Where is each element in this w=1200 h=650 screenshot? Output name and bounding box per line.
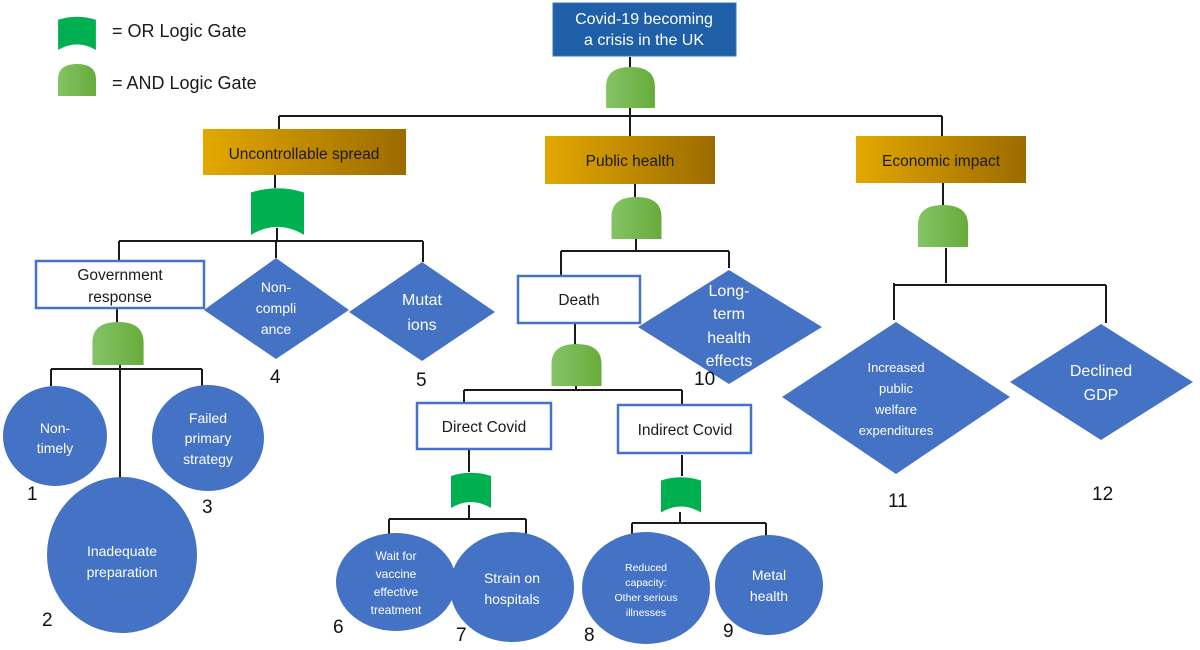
event-2-line-2: preparation — [87, 564, 158, 580]
intermediate-public-health: Public health — [545, 136, 715, 184]
event-4-line-1: Non- — [261, 279, 292, 295]
basic-event-1: Non- timely 1 — [3, 386, 107, 505]
connector-lines — [50, 57, 1107, 540]
event-12-line-1: Declined — [1070, 363, 1132, 380]
legend-or-label: = OR Logic Gate — [112, 21, 247, 41]
basic-event-6: Wait for vaccine effective treatment 6 — [333, 533, 456, 638]
event-10-line-4: effects — [706, 353, 753, 370]
event-4-line-3: ance — [261, 321, 292, 337]
top-event: Covid-19 becoming a crisis in the UK — [552, 2, 737, 57]
event-7-line-1: Strain on — [484, 570, 540, 586]
event-4-number: 4 — [270, 367, 281, 388]
event-7-line-2: hospitals — [484, 591, 539, 607]
basic-event-4: Non- compli ance 4 — [204, 258, 349, 388]
event-1-line-1: Non- — [40, 420, 71, 436]
public-health-label: Public health — [586, 153, 675, 170]
basic-event-12: Declined GDP 12 — [1010, 324, 1193, 505]
event-3-line-1: Failed — [189, 410, 227, 426]
event-2-line-1: Inadequate — [87, 543, 157, 559]
intermediate-economic-impact: Economic impact — [856, 136, 1026, 183]
event-4-line-2: compli — [256, 300, 296, 316]
event-6-line-3: effective — [374, 585, 419, 599]
event-11-line-2: public — [879, 381, 913, 396]
basic-event-10: Long- term health effects 10 — [638, 270, 822, 390]
event-9-number: 9 — [723, 621, 734, 642]
event-10-line-2: term — [713, 306, 745, 323]
top-event-line-2: a crisis in the UK — [584, 32, 704, 49]
event-3-line-3: strategy — [183, 451, 233, 467]
government-response-line-1: Government — [77, 267, 163, 284]
top-event-line-1: Covid-19 becoming — [575, 11, 713, 28]
basic-event-3: Failed primary strategy 3 — [152, 385, 264, 518]
event-6-line-1: Wait for — [376, 549, 417, 563]
legend-and-label: = AND Logic Gate — [112, 73, 257, 93]
or-gate-icon-indirect-covid — [661, 477, 701, 513]
event-5-number: 5 — [416, 370, 427, 391]
basic-event-2: Inadequate preparation 2 — [42, 477, 197, 633]
event-6-line-2: vaccine — [376, 567, 417, 581]
event-8-number: 8 — [584, 625, 595, 646]
event-9-line-2: health — [750, 588, 788, 604]
event-2-number: 2 — [42, 610, 53, 631]
event-12-line-2: GDP — [1084, 387, 1119, 404]
event-1-number: 1 — [27, 484, 38, 505]
event-3-line-2: primary — [185, 430, 232, 446]
event-11-line-1: Increased — [867, 360, 924, 375]
event-6-line-4: treatment — [371, 603, 422, 617]
and-gate-icon-economic-impact — [918, 205, 968, 247]
direct-covid-label: Direct Covid — [442, 419, 526, 436]
basic-event-5: Mutat ions 5 — [349, 262, 495, 391]
sub-event-direct-covid: Direct Covid — [415, 401, 553, 451]
or-gate-icon-uncontrollable-spread — [251, 188, 304, 235]
uncontrollable-spread-label: Uncontrollable spread — [229, 146, 380, 163]
event-10-line-1: Long- — [709, 283, 750, 300]
economic-impact-label: Economic impact — [882, 153, 1001, 170]
sub-event-indirect-covid: Indirect Covid — [616, 403, 753, 455]
death-label: Death — [558, 292, 599, 309]
event-7-number: 7 — [456, 625, 467, 646]
intermediate-uncontrollable-spread: Uncontrollable spread — [203, 129, 406, 175]
legend: = OR Logic Gate = AND Logic Gate — [58, 16, 257, 96]
event-10-number: 10 — [694, 369, 715, 390]
event-8-line-2: capacity: — [625, 577, 666, 589]
sub-event-death: Death — [516, 274, 642, 325]
event-11-number: 11 — [888, 491, 908, 512]
event-9-line-1: Metal — [752, 567, 786, 583]
basic-event-11: Increased public welfare expenditures 11 — [782, 322, 1010, 512]
government-response-line-2: response — [88, 289, 152, 306]
event-5-line-2: ions — [407, 317, 436, 334]
and-gate-legend-icon — [58, 64, 96, 96]
event-8-line-3: Other serious — [614, 592, 677, 604]
basic-event-8: Reduced capacity: Other serious illnesse… — [582, 532, 710, 646]
event-6-number: 6 — [333, 617, 344, 638]
event-5-line-1: Mutat — [402, 292, 443, 309]
sub-event-government-response: Government response — [34, 259, 206, 310]
or-gate-legend-icon — [58, 16, 96, 50]
and-gate-icon-top — [606, 67, 655, 108]
event-10-line-3: health — [707, 330, 751, 347]
and-gate-icon-government-response — [92, 322, 144, 365]
and-gate-icon-death — [551, 344, 602, 386]
event-8-line-4: illnesses — [626, 607, 666, 619]
and-gate-icon-public-health — [611, 197, 662, 239]
event-1-line-2: timely — [37, 440, 74, 456]
event-12-number: 12 — [1092, 484, 1113, 505]
event-8-line-1: Reduced — [625, 562, 667, 574]
or-gate-icon-direct-covid — [451, 472, 491, 508]
event-3-number: 3 — [202, 497, 213, 518]
event-11-line-4: expenditures — [859, 423, 934, 438]
basic-event-9: Metal health 9 — [715, 535, 823, 642]
indirect-covid-label: Indirect Covid — [638, 422, 733, 439]
event-11-line-3: welfare — [874, 402, 917, 417]
basic-event-7: Strain on hospitals 7 — [450, 532, 574, 646]
